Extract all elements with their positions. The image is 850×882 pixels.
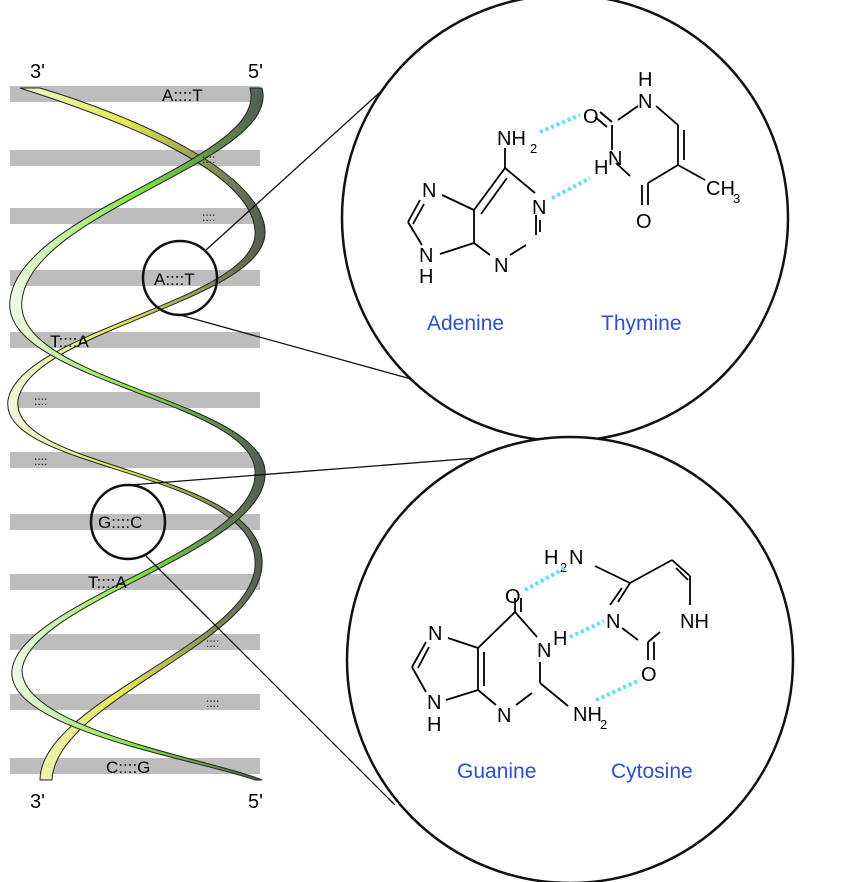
- rung-11: [10, 694, 260, 710]
- thymine-name: Thymine: [601, 312, 682, 335]
- rung-8: [10, 514, 260, 530]
- guanine-n1-h: H: [553, 628, 567, 650]
- thymine-o2: O: [583, 106, 599, 128]
- cytosine-nh2-h: H: [544, 547, 558, 569]
- rung-2: [10, 150, 260, 166]
- base-pair-labels: A::::T :::: :::: A::::T T::::A :::: ::::…: [34, 86, 219, 777]
- guanine-n7: N: [428, 623, 442, 645]
- thymine-n1-h: H: [638, 69, 652, 91]
- thymine-ch3: CH: [706, 178, 735, 200]
- base-pair-label: A::::T: [162, 86, 203, 105]
- cytosine-structure: [594, 559, 691, 660]
- cytosine-nh2-n: N: [569, 547, 583, 569]
- helix-strands: [7, 87, 266, 781]
- thymine-n3: N: [608, 148, 622, 170]
- guanine-nh2-subscript: 2: [600, 717, 607, 732]
- base-pair-label: ::::: [202, 152, 215, 166]
- base-pair-label: A::::T: [154, 270, 195, 289]
- base-pair-label: ::::: [34, 454, 47, 468]
- base-pair-label: ::::: [202, 210, 215, 224]
- adenine-n7: N: [422, 180, 436, 202]
- strand-end-bottom-right: 5': [248, 791, 263, 813]
- cytosine-n1: NH: [680, 611, 709, 633]
- base-pair-label: ::::: [34, 394, 47, 408]
- gc-magnifier-circle: [89, 483, 167, 561]
- gc-hydrogen-bonds: [524, 566, 641, 702]
- guanine-n1: N: [537, 640, 551, 662]
- adenine-n9: N: [419, 245, 433, 267]
- adenine-n3: N: [494, 255, 508, 277]
- strand-a: [7, 87, 266, 781]
- rung-6: [10, 392, 260, 408]
- adenine-name: Adenine: [427, 312, 504, 335]
- thymine-n1: N: [638, 91, 652, 113]
- base-pair-label: C::::G: [106, 758, 150, 777]
- gc-inset: O N N H N N H NH 2 H 2 N N NH O: [411, 547, 709, 783]
- guanine-name: Guanine: [457, 760, 536, 783]
- rung-4: [10, 270, 260, 286]
- thymine-o4: O: [636, 211, 652, 233]
- guanine-structure: [411, 598, 569, 707]
- rung-7: [10, 452, 260, 468]
- cytosine-o2: O: [641, 664, 657, 686]
- gc-inset-circle: [345, 435, 795, 882]
- adenine-n9-h: H: [419, 266, 433, 288]
- cytosine-name: Cytosine: [611, 760, 693, 783]
- strand-end-bottom-left: 3': [30, 791, 45, 813]
- connector-lines: [129, 64, 516, 806]
- rung-10: [10, 634, 260, 650]
- thymine-structure: [594, 105, 706, 205]
- rung-3: [10, 208, 260, 224]
- cytosine-n3: N: [606, 611, 620, 633]
- base-pair-label: G::::C: [98, 513, 142, 532]
- base-pair-label: T::::A: [50, 332, 89, 351]
- adenine-n1: N: [532, 197, 546, 219]
- thymine-n3-h: H: [594, 157, 608, 179]
- rung-9: [10, 574, 260, 590]
- adenine-nh2: NH: [497, 128, 526, 150]
- base-pair-label: ::::: [206, 696, 219, 710]
- guanine-o6: O: [505, 586, 521, 608]
- base-pair-label: ::::: [206, 636, 219, 650]
- base-pair-rungs: [10, 86, 260, 774]
- guanine-nh2: NH: [573, 704, 602, 726]
- adenine-structure: [407, 148, 541, 256]
- strand-end-top-left: 3': [30, 61, 45, 83]
- base-pair-label: T::::A: [88, 573, 127, 592]
- guanine-n9: N: [427, 692, 441, 714]
- guanine-n9-h: H: [427, 714, 441, 736]
- strand-end-top-right: 5': [248, 61, 263, 83]
- at-inset: NH 2 N N N N H O H N H N O CH 3: [407, 69, 740, 335]
- at-hydrogen-bonds: [539, 113, 591, 200]
- strand-b: [9, 87, 266, 781]
- thymine-ch3-subscript: 3: [733, 191, 740, 206]
- adenine-nh2-subscript: 2: [530, 141, 537, 156]
- guanine-n3: N: [497, 705, 511, 727]
